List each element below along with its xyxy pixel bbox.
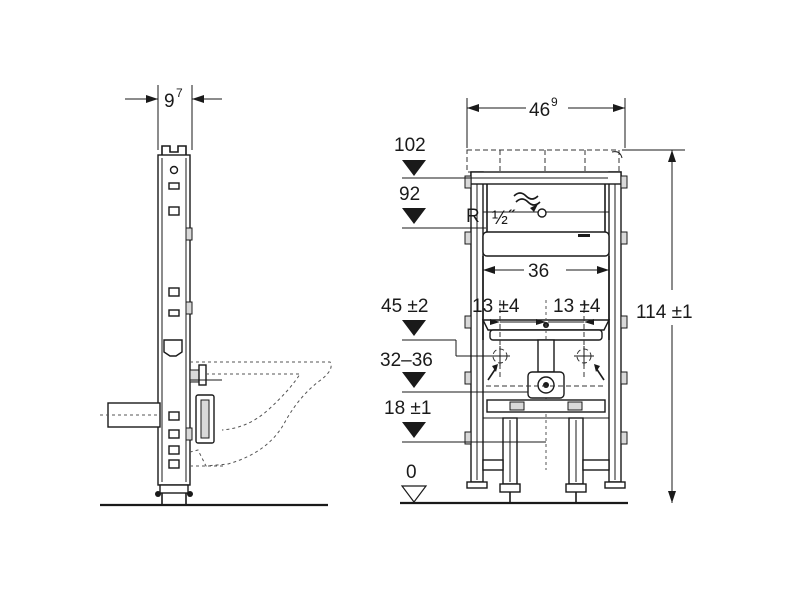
width-sup-label: 9: [551, 95, 558, 109]
height-markers: 102 92 45 ±2 32–36 18 ±1: [380, 135, 608, 503]
height-102-label: 102: [394, 135, 426, 156]
spacing-36-dimension: 36: [482, 258, 610, 282]
front-view: 46 9 114 ±1: [400, 95, 693, 505]
height-18-marker: 18 ±1: [384, 398, 546, 443]
offset-left-label: 13 ±4: [472, 296, 520, 317]
height-0-label: 0: [406, 462, 417, 483]
height-102-marker: 102: [394, 135, 608, 179]
lower-cross-bar: [486, 399, 606, 413]
middle-bar: [482, 231, 610, 257]
height-32-label: 32–36: [380, 350, 433, 371]
side-view: 9 7: [100, 85, 332, 507]
total-height-dimension: 114 ±1: [622, 149, 693, 503]
width-dimension: 46 9: [466, 95, 626, 148]
total-height-label: 114 ±1: [636, 302, 693, 323]
height-45-marker: 45 ±2: [381, 296, 500, 357]
height-18-label: 18 ±1: [384, 398, 431, 419]
side-column-clips: [185, 227, 193, 441]
height-0-marker: 0: [400, 462, 428, 503]
spacing-36-label: 36: [528, 261, 549, 282]
height-32-marker: 32–36: [380, 350, 528, 393]
height-92-label: 92: [399, 184, 420, 205]
height-92-marker: 92: [399, 184, 486, 229]
side-column-holes: [168, 182, 180, 469]
drain-pipe: [486, 339, 606, 399]
fixing-points: [487, 346, 605, 381]
depth-dimension: 9 7: [125, 85, 222, 150]
width-main-label: 46: [529, 100, 550, 121]
supply-r-label: R: [466, 206, 480, 227]
side-wc-bowl-outline: [189, 361, 332, 467]
top-extension-outline: [466, 149, 620, 173]
height-45-label: 45 ±2: [381, 296, 428, 317]
frame-legs: [499, 417, 587, 503]
supply-size-label: ½˝: [492, 208, 516, 229]
offset-right-label: 13 ±4: [553, 296, 601, 317]
depth-sup-label: 7: [176, 86, 183, 100]
side-drain-pipe: [107, 402, 161, 428]
depth-main-label: 9: [164, 91, 175, 112]
water-supply-symbol: [513, 192, 547, 218]
frame-side-clips: [464, 175, 628, 445]
